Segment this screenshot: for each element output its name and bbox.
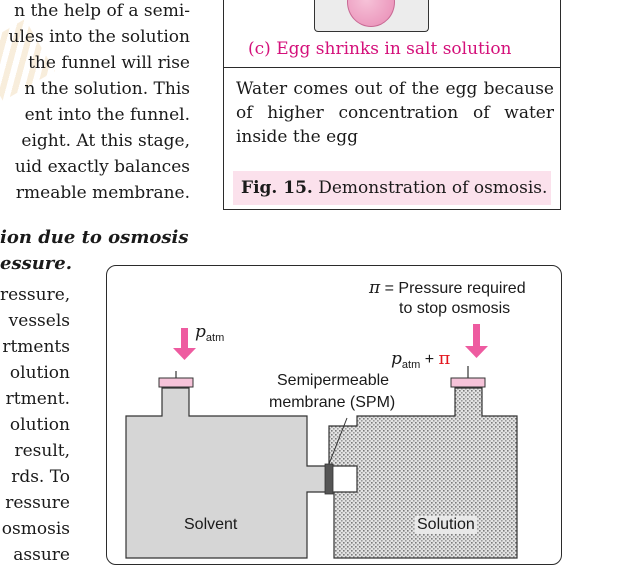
body-text-top: n the help of a semi- ules into the solu… — [0, 0, 190, 206]
figure-divider — [224, 67, 560, 68]
pi-definition-line2: to stop osmosis — [399, 300, 511, 317]
text-line: result, — [14, 441, 70, 461]
right-piston — [450, 377, 486, 388]
pi-red-symbol: π — [438, 348, 451, 369]
section-heading-line1: ion due to osmosis — [0, 227, 189, 248]
text-line: eight. At this stage, — [21, 131, 190, 151]
solution-compartment — [328, 387, 518, 559]
osmosis-apparatus — [125, 324, 518, 559]
left-arrow-head — [173, 348, 196, 360]
figure-title: Demonstration of osmosis. — [318, 178, 548, 198]
text-line: rmeable membrane. — [15, 183, 190, 203]
left-arrow-shaft — [181, 328, 188, 350]
text-line: the funnel will rise — [28, 53, 190, 73]
pi-symbol: π — [369, 278, 381, 298]
figure-description: Water comes out of the egg because of hi… — [236, 79, 554, 147]
left-piston — [158, 377, 194, 388]
body-text-bottom: ressure, vessels rtments olution rtment.… — [0, 282, 70, 568]
text-line: olution — [9, 415, 70, 435]
egg-illustration — [347, 0, 395, 27]
text-line: osmosis — [1, 519, 70, 539]
text-line: rds. To — [11, 467, 70, 487]
figure-caption: Fig. 15. Demonstration of osmosis. — [233, 171, 551, 205]
solvent-compartment — [125, 387, 330, 559]
text-line: uid exactly balances — [14, 157, 190, 177]
egg-caption: (c) Egg shrinks in salt solution — [248, 39, 512, 59]
figure-box: (c) Egg shrinks in salt solution Water c… — [223, 0, 561, 210]
text-line: n the solution. This — [24, 79, 190, 99]
text-line: rtments — [2, 337, 70, 357]
text-line: assure — [13, 545, 70, 565]
text-line: ules into the solution — [8, 27, 190, 47]
text-line: ent into the funnel. — [24, 105, 190, 125]
membrane-label-line1: Semipermeable — [277, 372, 390, 389]
membrane — [324, 463, 334, 495]
egg-beaker — [314, 0, 429, 32]
pi-definition-line1: π = Pressure required — [369, 278, 526, 298]
membrane-pointer — [328, 417, 348, 465]
patm-label-left: patm — [195, 322, 225, 344]
text-line: ressure, — [0, 285, 71, 305]
text-line: ressure — [5, 493, 70, 513]
text-line: n the help of a semi- — [14, 1, 190, 21]
membrane-label-line2: membrane (SPM) — [269, 394, 396, 411]
solution-label: Solution — [415, 516, 477, 534]
text-line: olution — [9, 363, 70, 383]
text-line: rtment. — [5, 389, 70, 409]
patm-plus-pi-label: patm + π — [391, 348, 451, 371]
right-arrow-shaft — [473, 324, 480, 348]
figure-label: Fig. 15. — [241, 178, 313, 198]
solvent-label: Solvent — [184, 516, 238, 533]
osmosis-diagram: π = Pressure required to stop osmosis pa… — [106, 265, 562, 565]
right-arrow-head — [465, 346, 488, 358]
section-heading-line2: essure. — [0, 253, 73, 274]
text-line: vessels — [8, 311, 70, 331]
